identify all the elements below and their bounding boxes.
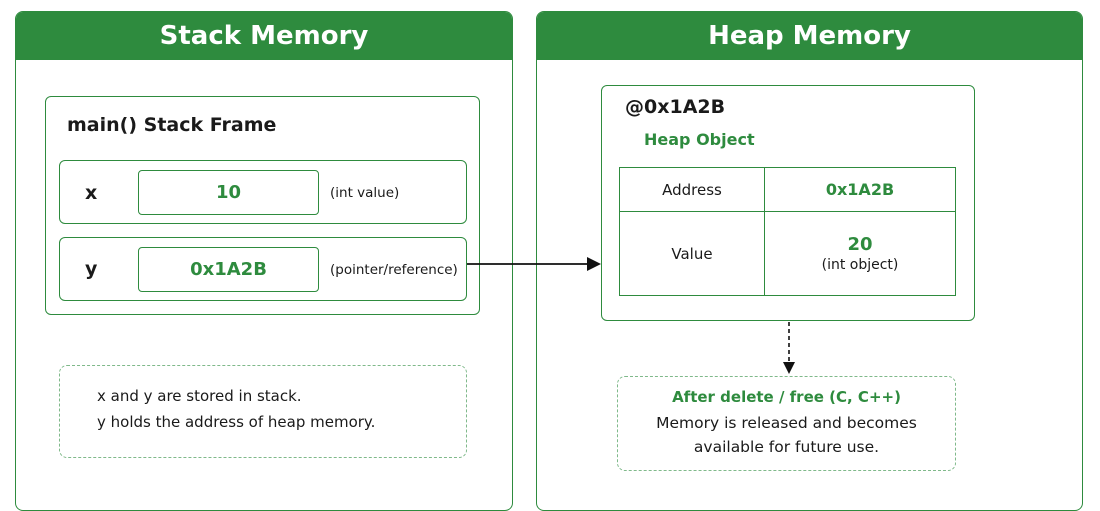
heap-key-address: Address xyxy=(619,167,765,212)
heap-memory-title: Heap Memory xyxy=(537,12,1082,60)
free-note-title: After delete / free (C, C++) xyxy=(672,388,901,406)
heap-value-type: (int object) xyxy=(821,257,899,273)
var-name-x: x xyxy=(85,182,98,204)
stack-memory-title: Stack Memory xyxy=(16,12,512,60)
var-name-y: y xyxy=(85,258,98,280)
heap-object-table: Address 0x1A2B Value 20 (int object) xyxy=(619,167,956,296)
heap-key-value: Value xyxy=(619,211,765,296)
heap-value-address: 0x1A2B xyxy=(764,167,956,212)
stack-explanation-line-2: y holds the address of heap memory. xyxy=(97,413,376,431)
stack-explanation-line-1: x and y are stored in stack. xyxy=(97,387,302,405)
free-note-box xyxy=(617,376,956,471)
table-row: Address 0x1A2B xyxy=(619,167,956,212)
heap-object-label: Heap Object xyxy=(644,130,755,149)
free-note-line-2: available for future use. xyxy=(693,438,880,456)
heap-value-cell: 20 (int object) xyxy=(764,211,956,296)
heap-address-label: @0x1A2B xyxy=(625,96,726,118)
var-note-x: (int value) xyxy=(330,185,400,201)
heap-value-number: 20 xyxy=(847,234,873,255)
var-note-y: (pointer/reference) xyxy=(330,262,458,278)
free-note-line-1: Memory is released and becomes xyxy=(656,414,917,432)
stack-explanation: x and y are stored in stack. y holds the… xyxy=(97,383,375,435)
table-row: Value 20 (int object) xyxy=(619,211,956,296)
var-value-y: 0x1A2B xyxy=(138,247,319,292)
stack-explanation-box xyxy=(59,365,467,458)
var-value-x: 10 xyxy=(138,170,319,215)
stack-frame-title: main() Stack Frame xyxy=(67,114,277,136)
